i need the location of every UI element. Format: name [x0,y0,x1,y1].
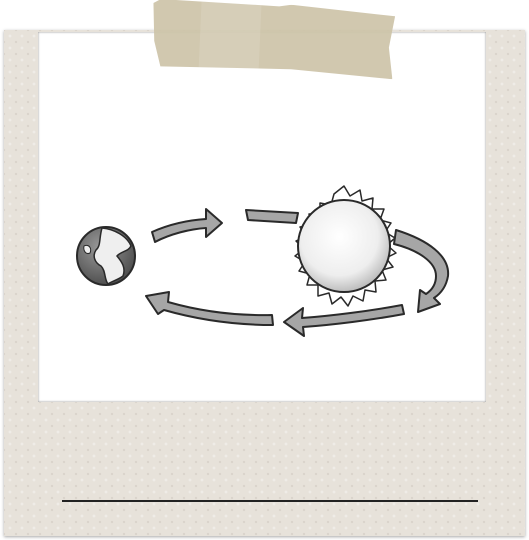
arrow-icon [284,305,404,336]
arrow-icon [394,230,448,312]
arrow-icon [246,210,298,223]
caption-line [62,500,478,502]
sun-icon [295,186,396,306]
earth-icon [77,227,135,285]
arrow-icon [152,209,222,242]
arrow-icon [146,292,273,325]
